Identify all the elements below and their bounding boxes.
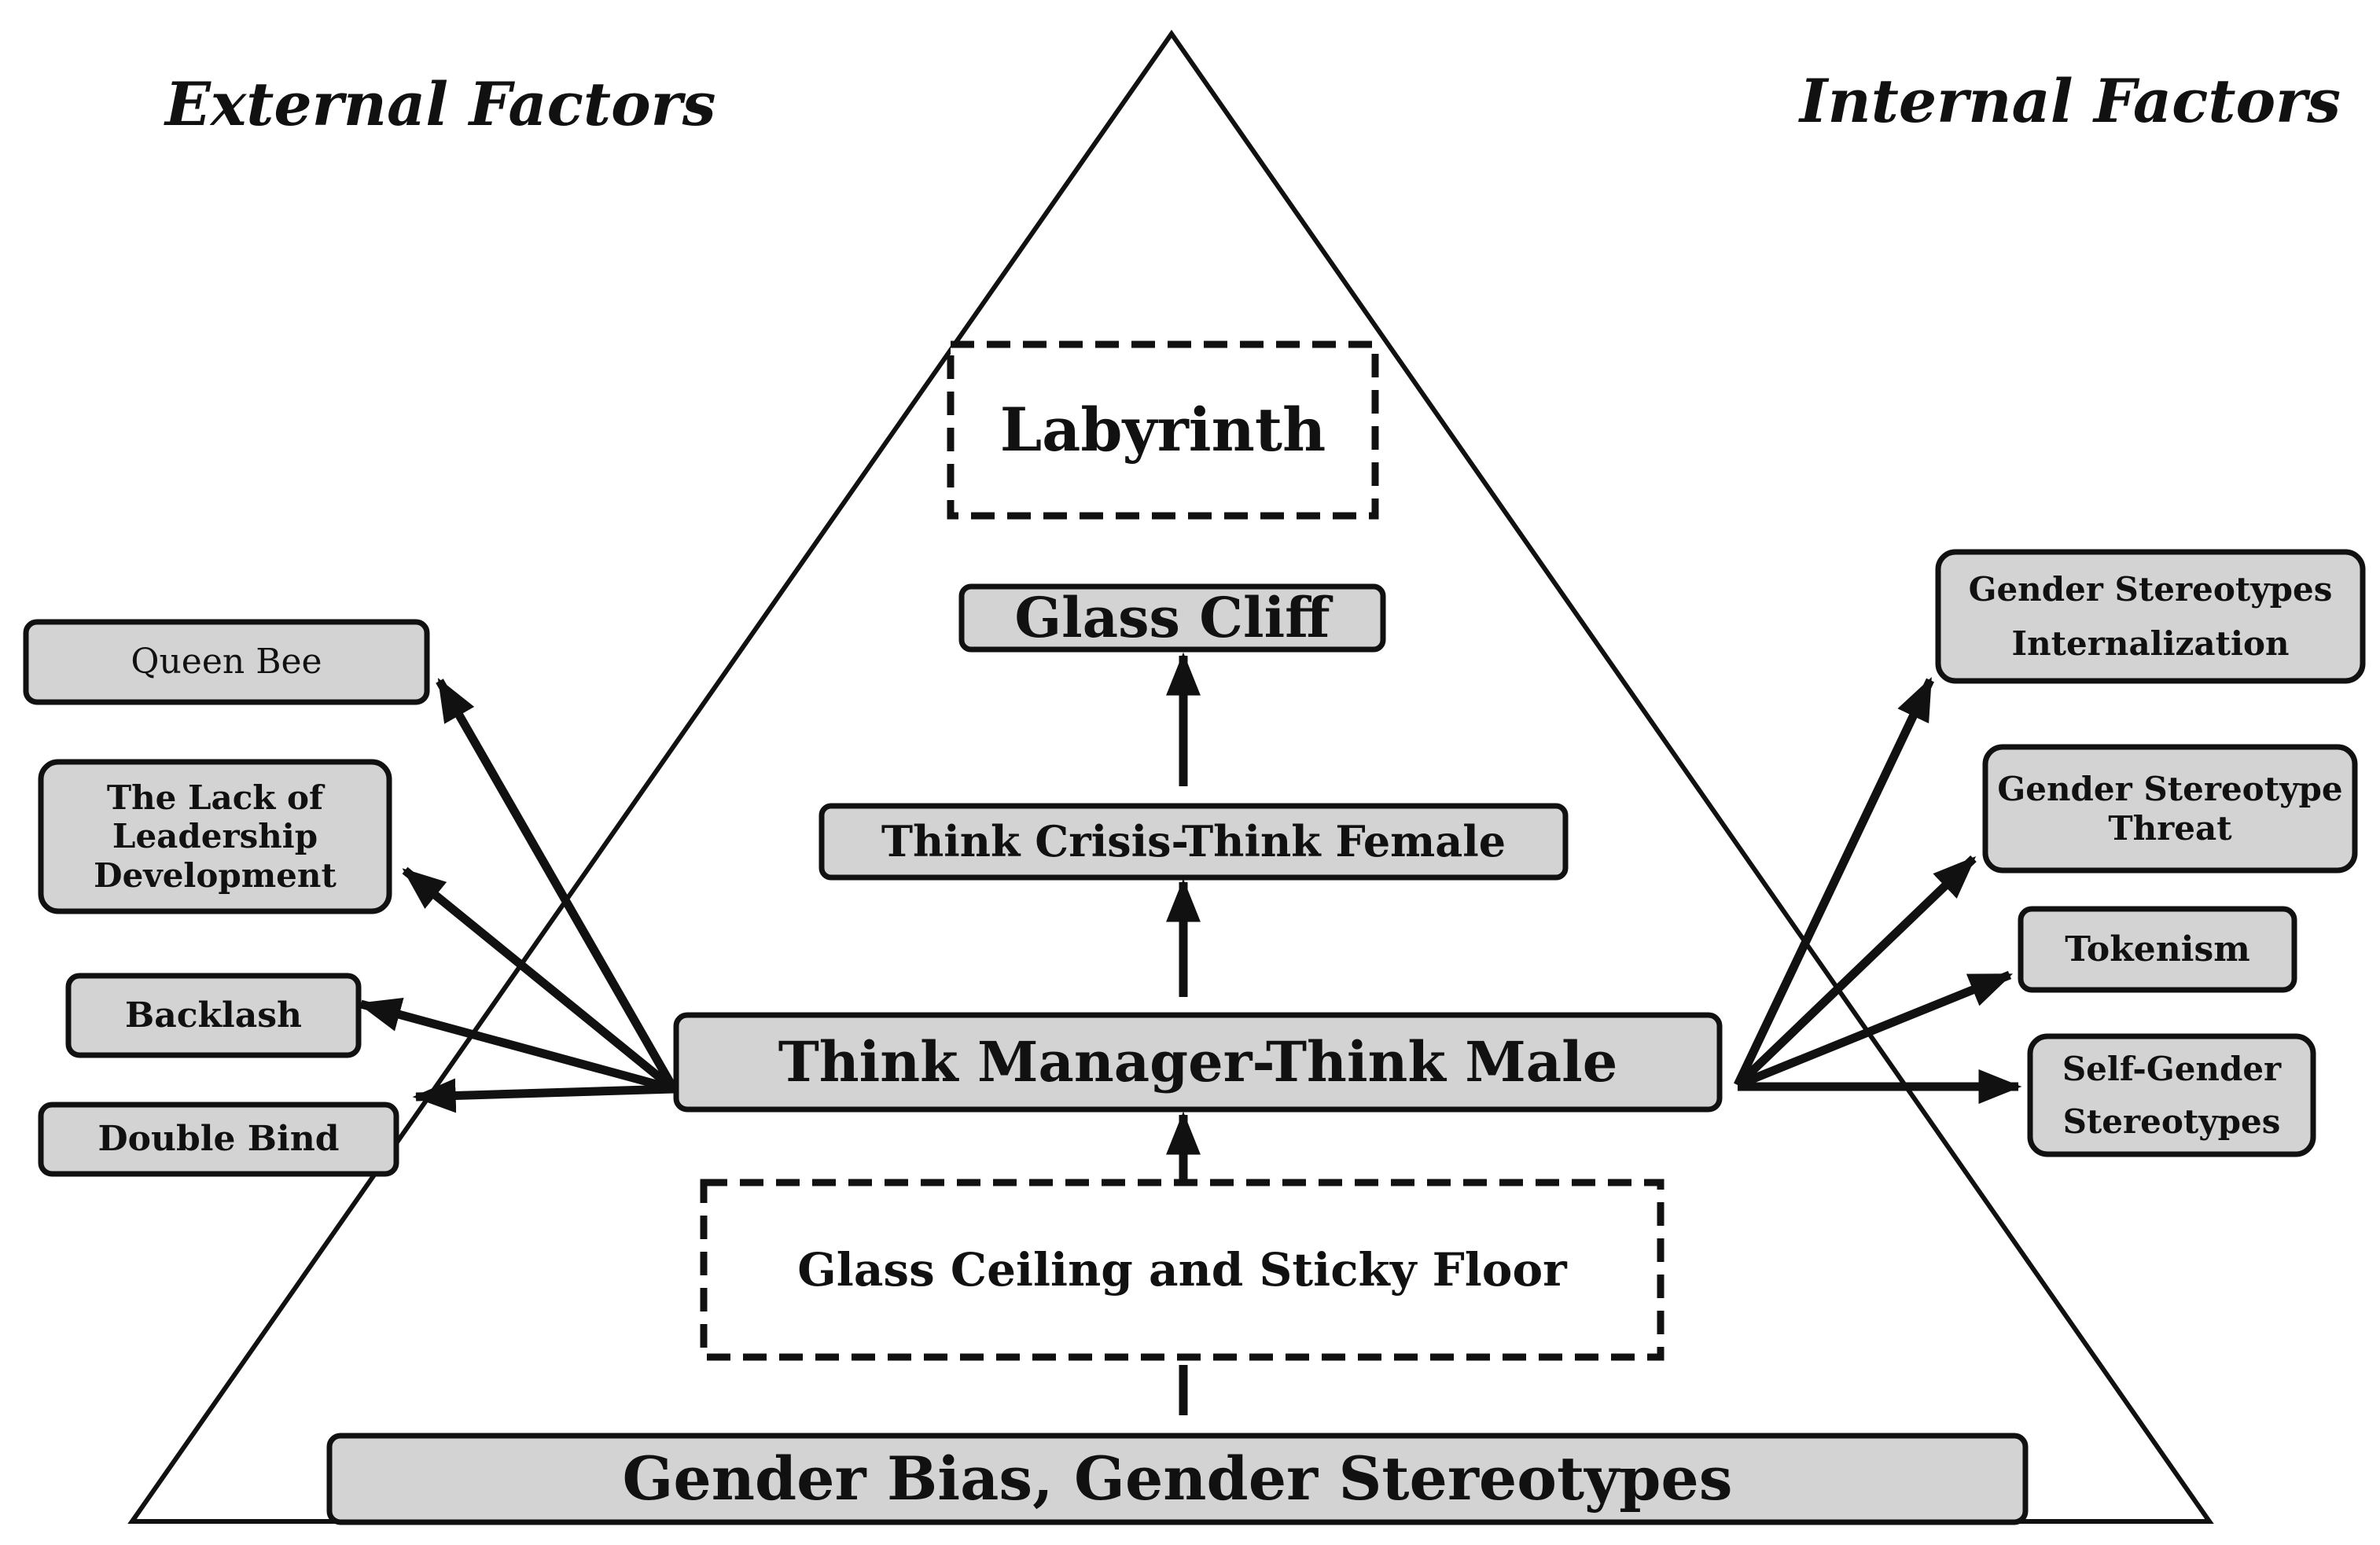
arrow-to-queen-bee	[436, 678, 678, 1091]
double-bind-label: Double Bind	[97, 1119, 340, 1160]
labyrinth-box	[947, 340, 1379, 520]
arrow-to-tokenism	[1735, 970, 2014, 1090]
glass-cliff-box	[958, 583, 1386, 653]
self-gender-label: Self-Gender Stereotypes	[2062, 1049, 2282, 1141]
think-crisis-label: Think Crisis-Think Female	[881, 815, 1506, 866]
self-gender-box	[2027, 1033, 2316, 1157]
gender-bias-label: Gender Bias, Gender Stereotypes	[622, 1444, 1733, 1514]
threat-box	[1982, 744, 2358, 874]
lack-leadership-label: The Lack of Leadership Development	[94, 778, 337, 895]
internal-factors-title: Internal Factors	[1799, 66, 2341, 136]
external-factors-title: External Factors	[165, 69, 716, 139]
queen-bee-box	[23, 619, 430, 705]
internalization-box	[1935, 549, 2366, 684]
glass-cliff-label: Glass Cliff	[1014, 584, 1330, 650]
think-crisis-box	[818, 803, 1569, 881]
arrow-to-threat	[1734, 855, 1977, 1088]
arrow-to-lack-leadership	[402, 866, 677, 1093]
gender-bias-box	[326, 1433, 2029, 1525]
glass-ceiling-box	[700, 1179, 1665, 1361]
lack-leadership-box	[38, 759, 392, 914]
threat-label: Gender Stereotype Threat	[1997, 769, 2343, 848]
tokenism-label: Tokenism	[2065, 929, 2250, 969]
think-manager-box	[673, 1012, 1723, 1113]
think-manager-label: Think Manager-Think Male	[778, 1028, 1618, 1094]
queen-bee-label: Queen Bee	[131, 642, 322, 682]
glass-ceiling-label: Glass Ceiling and Sticky Floor	[797, 1242, 1567, 1297]
double-bind-box	[38, 1102, 399, 1177]
backlash-label: Backlash	[125, 995, 302, 1036]
arrow-to-internalization	[1734, 677, 1934, 1087]
internalization-label: Gender Stereotypes Internalization	[1968, 569, 2333, 663]
arrow-to-backlash	[357, 998, 675, 1094]
labyrinth-label: Labyrinth	[999, 395, 1326, 465]
tokenism-box	[2018, 906, 2297, 993]
arrow-to-double-bind	[412, 1078, 675, 1113]
